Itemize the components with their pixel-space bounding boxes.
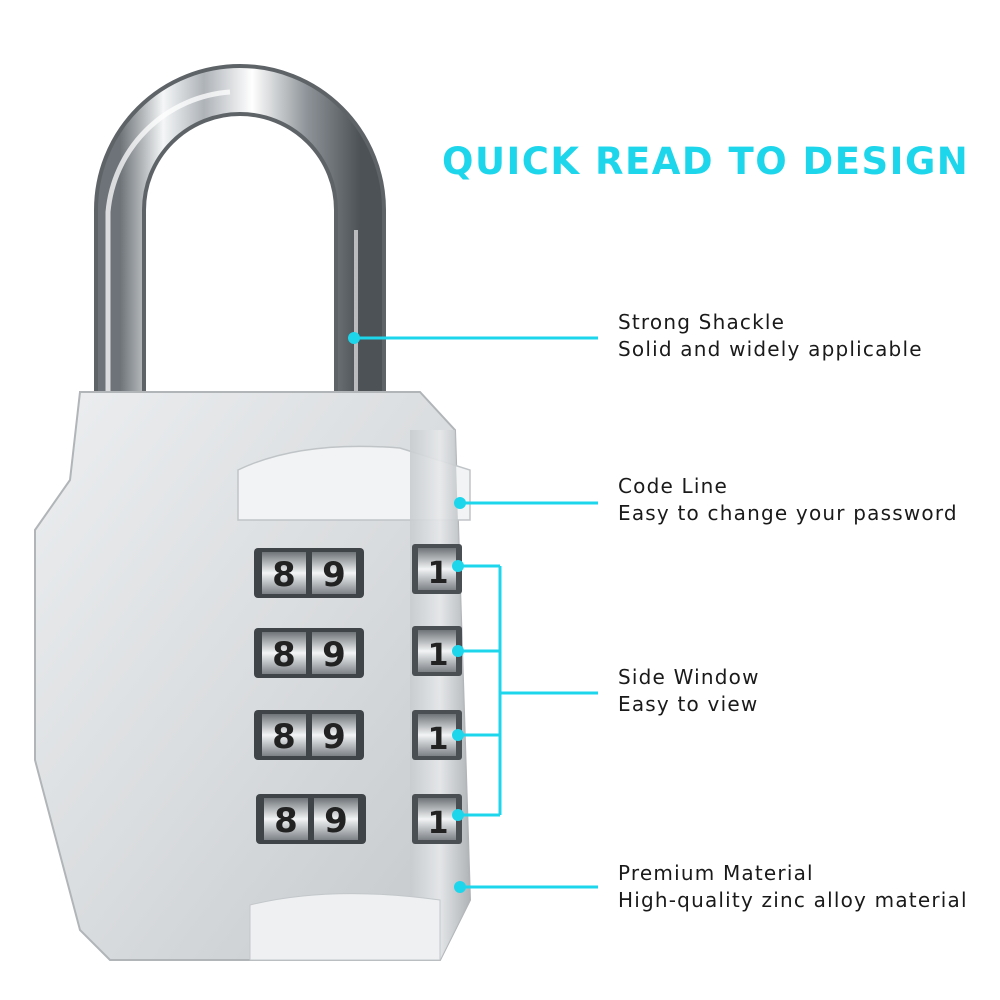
side-digit: 1 — [428, 806, 449, 841]
side-window: 1 — [412, 544, 462, 594]
feature-title: Code Line — [618, 474, 729, 498]
feature-desc: Easy to change your password — [618, 501, 958, 525]
side-window: 1 — [412, 794, 462, 844]
feature-desc: High-quality zinc alloy material — [618, 888, 968, 912]
feature-strong-shackle: Strong Shackle Solid and widely applicab… — [618, 309, 998, 363]
callout-lines — [348, 332, 598, 893]
front-digit: 9 — [322, 635, 346, 675]
front-dial-row: 8 9 — [254, 548, 364, 598]
feature-title: Premium Material — [618, 861, 814, 885]
feature-title: Side Window — [618, 665, 760, 689]
front-digit: 8 — [272, 717, 296, 757]
front-digit: 8 — [272, 555, 296, 595]
side-digit: 1 — [428, 722, 449, 757]
side-digit: 1 — [428, 556, 449, 591]
front-dial-row: 8 9 — [254, 628, 364, 678]
front-digit: 9 — [322, 717, 346, 757]
feature-side-window: Side Window Easy to view — [618, 664, 998, 718]
headline: QUICK READ TO DESIGN — [442, 140, 970, 183]
front-dial-row: 8 9 — [254, 710, 364, 760]
side-windows: 1 1 1 1 — [412, 544, 462, 844]
front-dials: 8 9 8 9 8 9 8 9 — [254, 548, 366, 844]
front-digit: 9 — [324, 801, 348, 841]
lock-body — [34, 391, 472, 961]
feature-desc: Easy to view — [618, 692, 759, 716]
front-digit: 9 — [322, 555, 346, 595]
front-digit: 8 — [274, 801, 298, 841]
side-digit: 1 — [428, 638, 449, 673]
callout-dot — [348, 332, 360, 344]
callout-dot — [454, 881, 466, 893]
feature-title: Strong Shackle — [618, 310, 786, 334]
side-window: 1 — [412, 710, 462, 760]
side-window: 1 — [412, 626, 462, 676]
shackle — [94, 64, 386, 430]
front-digit: 8 — [272, 635, 296, 675]
front-dial-row: 8 9 — [256, 794, 366, 844]
feature-premium-material: Premium Material High-quality zinc alloy… — [618, 860, 998, 914]
feature-code-line: Code Line Easy to change your password — [618, 473, 998, 527]
callout-dot — [454, 497, 466, 509]
feature-desc: Solid and widely applicable — [618, 337, 923, 361]
callout-bracket-side-window — [452, 560, 598, 821]
